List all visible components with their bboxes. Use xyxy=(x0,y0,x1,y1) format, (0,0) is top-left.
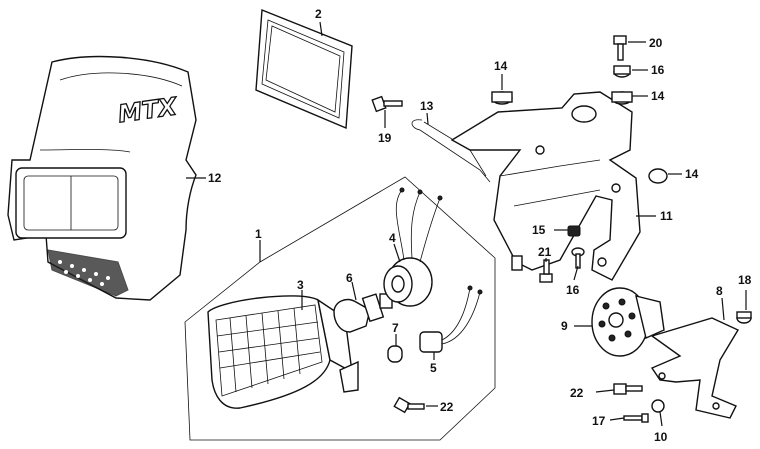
nut-10 xyxy=(651,399,665,413)
rubber-mount-14-side xyxy=(648,168,668,184)
bolt-19 xyxy=(371,95,403,113)
leader-13 xyxy=(426,112,429,125)
leader-8 xyxy=(721,297,725,321)
collar-16-lower xyxy=(571,247,585,269)
collar-16-top xyxy=(613,65,631,78)
callout-12: 12 xyxy=(208,171,222,185)
position-bulb xyxy=(387,345,403,363)
lens-grid xyxy=(216,307,321,393)
callout-3: 3 xyxy=(297,278,304,292)
leader-17 xyxy=(609,417,625,421)
callout-9: 9 xyxy=(561,319,568,333)
leader-6 xyxy=(351,281,357,301)
callout-2: 2 xyxy=(315,7,322,21)
rubber-mount-14-right xyxy=(611,91,633,105)
rubber-mount-14-top xyxy=(491,91,513,105)
clip-15 xyxy=(567,225,581,237)
nut-18 xyxy=(736,311,752,324)
assembly-outline xyxy=(184,176,496,441)
headlight-bracket xyxy=(450,91,641,281)
leader-10 xyxy=(659,411,663,427)
callout-4: 4 xyxy=(389,231,396,245)
bolt-22-right xyxy=(613,383,643,395)
callout-21: 21 xyxy=(538,245,552,259)
headlight-bulb xyxy=(333,293,393,333)
callout-5: 5 xyxy=(430,361,437,375)
callout-22b: 22 xyxy=(570,386,584,400)
callout-18: 18 xyxy=(738,273,752,287)
callout-8: 8 xyxy=(716,284,723,298)
callout-16b: 16 xyxy=(566,283,580,297)
callout-17: 17 xyxy=(592,414,606,428)
callout-13: 13 xyxy=(420,99,434,113)
horn-bracket xyxy=(650,317,740,419)
callout-19: 19 xyxy=(378,131,392,145)
callout-14a: 14 xyxy=(494,59,508,73)
screw-17 xyxy=(623,413,649,423)
callout-6: 6 xyxy=(346,271,353,285)
callout-10: 10 xyxy=(654,430,668,444)
position-socket xyxy=(419,285,483,353)
leader-22-right xyxy=(595,389,615,393)
callout-15: 15 xyxy=(532,223,546,237)
callout-20: 20 xyxy=(649,36,663,50)
callout-14b: 14 xyxy=(651,89,665,103)
headlight-cowl: MTX xyxy=(7,55,197,301)
leader-2 xyxy=(319,21,323,37)
callout-7: 7 xyxy=(392,321,399,335)
bulb-socket xyxy=(383,187,443,307)
callout-16a: 16 xyxy=(651,63,665,77)
callout-14c: 14 xyxy=(685,167,699,181)
headlight-rubber-frame xyxy=(255,8,353,130)
callout-11: 11 xyxy=(660,209,673,223)
callout-1: 1 xyxy=(255,227,262,241)
bolt-22-left xyxy=(393,396,425,414)
leader-4 xyxy=(393,243,401,263)
leader-16-lower xyxy=(573,265,579,281)
bolt-20 xyxy=(613,35,627,61)
callout-22a: 22 xyxy=(440,400,454,414)
horn xyxy=(591,287,665,357)
cowl-texture-dots xyxy=(58,260,110,286)
